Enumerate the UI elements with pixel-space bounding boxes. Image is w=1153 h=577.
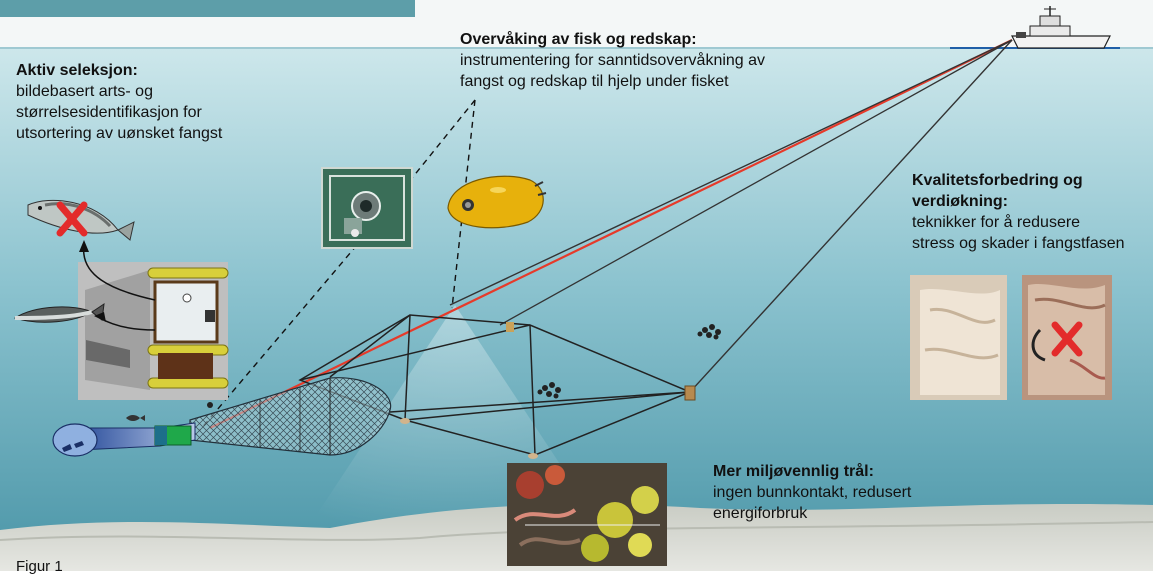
kvalitet-heading-1: Kvalitetsforbedring og bbox=[912, 172, 1083, 189]
small-fish-icon bbox=[126, 415, 145, 421]
overvaking-heading: Overvåking av fisk og redskap: bbox=[460, 31, 697, 48]
aktiv-line-3: utsortering av uønsket fangst bbox=[16, 125, 223, 142]
overvaking-line-2: fangst og redskap til hjelp under fisket bbox=[460, 73, 729, 90]
selection-device-photo bbox=[78, 262, 229, 400]
aktiv-line-1: bildebasert arts- og bbox=[16, 83, 153, 100]
arrowhead-up bbox=[79, 240, 89, 252]
miljo-heading: Mer miljøvennlig trål: bbox=[713, 463, 874, 480]
top-bar bbox=[0, 0, 415, 17]
quality-photo-good bbox=[910, 275, 1007, 400]
kvalitet-heading-2: verdiøkning: bbox=[912, 193, 1009, 210]
research-vessel-icon bbox=[1011, 6, 1111, 49]
miljo-line-2: energiforbruk bbox=[713, 505, 808, 522]
kvalitet-label: Kvalitetsforbedring og verdiøkning: tekn… bbox=[912, 170, 1152, 254]
warp-red bbox=[209, 39, 1013, 429]
trawl-net bbox=[189, 377, 392, 456]
arrow-up bbox=[82, 244, 156, 301]
miljo-label: Mer miljøvennlig trål: ingen bunnkontakt… bbox=[713, 461, 1013, 524]
arrowhead-left bbox=[94, 312, 106, 322]
aktiv-line-2: størrelsesidentifikasjon for bbox=[16, 104, 202, 121]
fish-school-2 bbox=[537, 382, 561, 399]
rov-icon bbox=[447, 175, 547, 229]
kvalitet-line-2: stress og skader i fangstfasen bbox=[912, 235, 1125, 252]
camera-frame-icon bbox=[321, 167, 413, 249]
warp-line-3 bbox=[689, 39, 1013, 393]
fish-dot bbox=[207, 402, 213, 408]
fish-icon-2 bbox=[13, 302, 105, 323]
float bbox=[400, 418, 410, 424]
fish-school-1 bbox=[697, 324, 721, 340]
coral-photo bbox=[507, 463, 667, 566]
red-x-icon bbox=[56, 201, 88, 237]
warp-line-2 bbox=[499, 39, 1013, 326]
float-2 bbox=[528, 453, 538, 459]
sensor-unit bbox=[506, 322, 514, 332]
overvaking-label: Overvåking av fisk og redskap: instrumen… bbox=[460, 29, 880, 92]
figure-caption: Figur 1 bbox=[16, 558, 63, 575]
overvaking-line-1: instrumentering for sanntidsovervåkning … bbox=[460, 52, 766, 69]
codend-funnel bbox=[52, 422, 196, 457]
aktiv-label: Aktiv seleksjon: bildebasert arts- og st… bbox=[16, 60, 316, 144]
warp-line-1 bbox=[449, 39, 1013, 306]
aktiv-heading: Aktiv seleksjon: bbox=[16, 62, 138, 79]
trawl-door bbox=[684, 385, 696, 401]
miljo-line-1: ingen bunnkontakt, redusert bbox=[713, 484, 912, 501]
red-x-icon-2 bbox=[1051, 321, 1083, 357]
seabed-ridge bbox=[0, 521, 1153, 541]
kvalitet-line-1: teknikker for å redusere bbox=[912, 214, 1081, 231]
